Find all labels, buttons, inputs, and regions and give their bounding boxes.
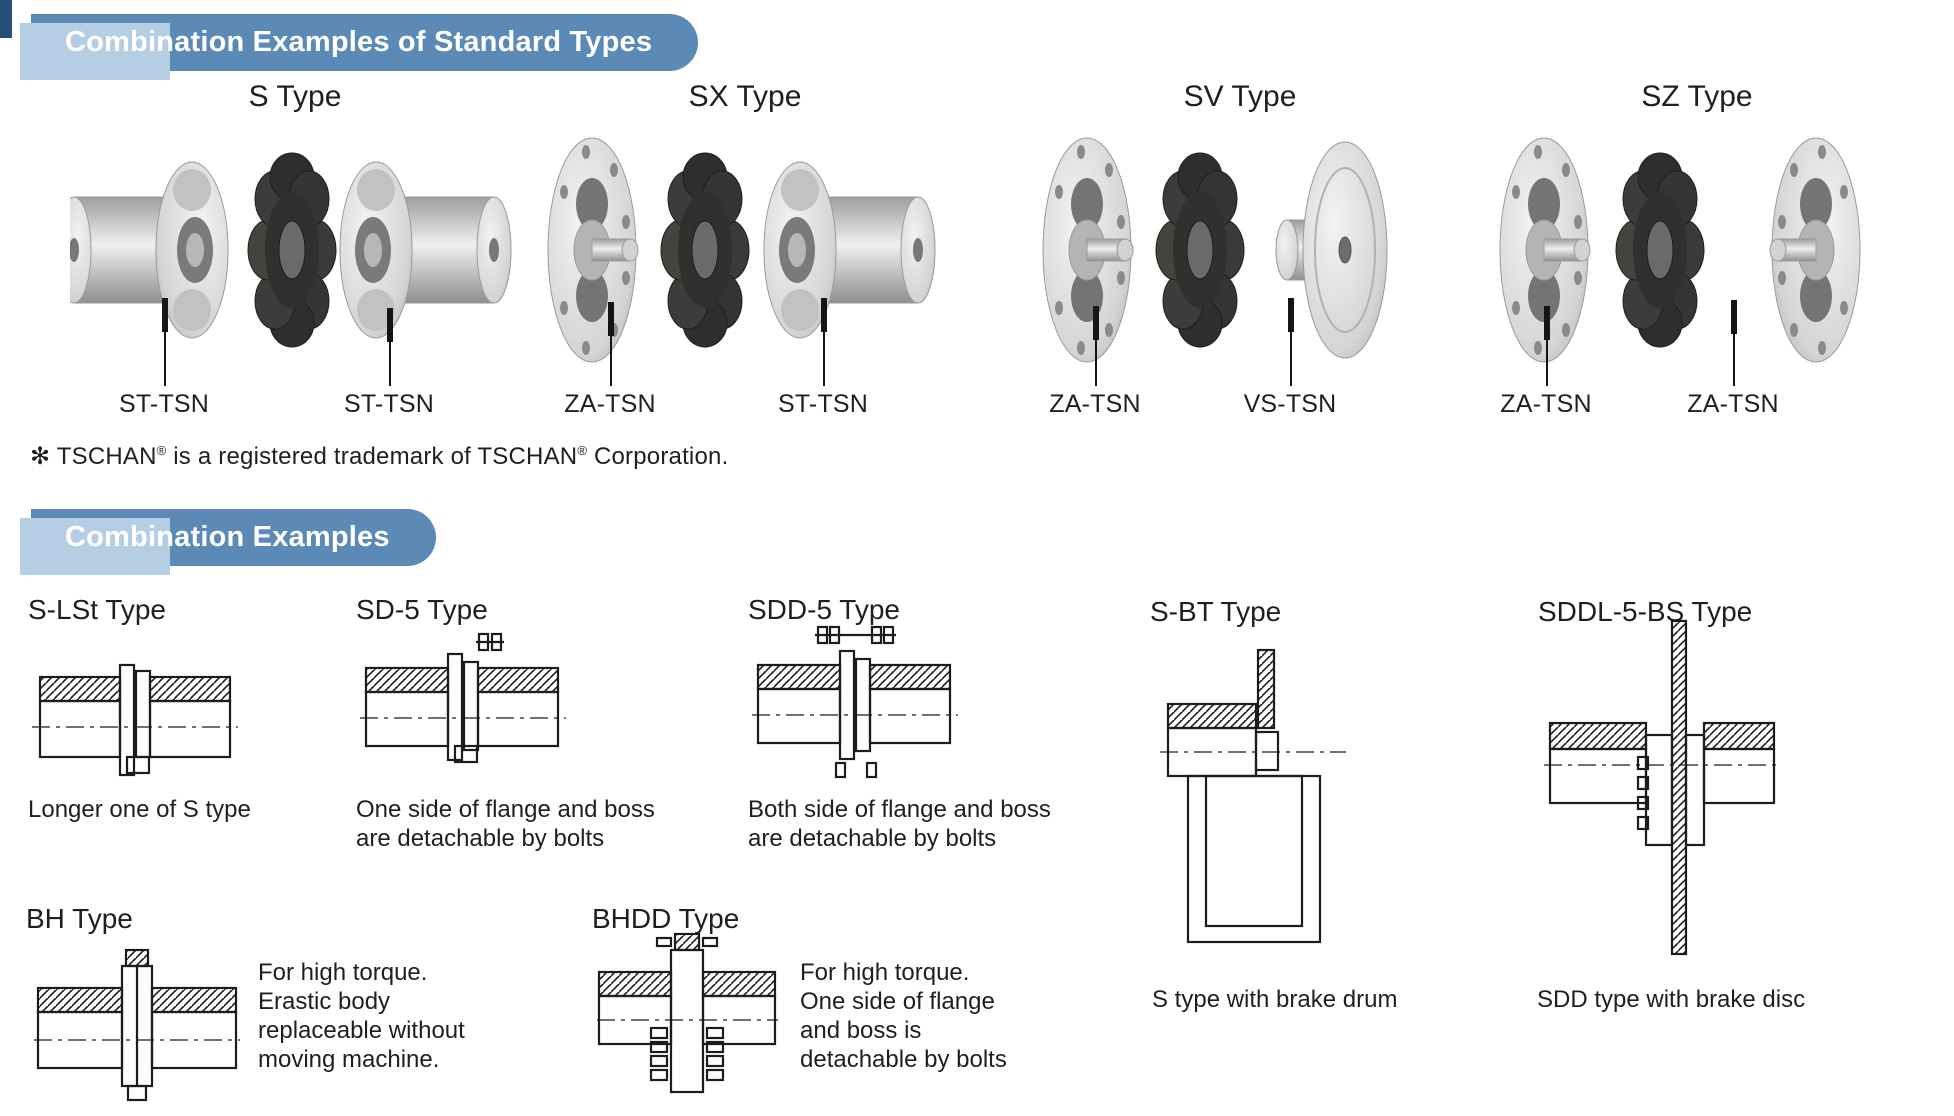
coupling-photo-sv: [1042, 137, 1388, 363]
example-desc-s-lst: Longer one of S type: [28, 796, 251, 823]
part-label: ST-TSN: [343, 390, 435, 418]
trademark-asterisk-icon: ✻: [30, 443, 51, 470]
coupling-title-sv: SV Type: [1183, 80, 1297, 113]
leader-line: [1288, 298, 1294, 386]
page-edge-mark: [0, 0, 12, 38]
coupling-block-sz: SZ Type: [1472, 80, 1922, 380]
leader-line: [1093, 306, 1099, 386]
coupling-title-sz: SZ Type: [1641, 80, 1753, 113]
banner-standard-types: Combination Examples of Standard Types: [19, 14, 699, 80]
part-label: ST-TSN: [777, 390, 869, 418]
coupling-block-sx: SX Type: [520, 80, 970, 380]
drawing-s-lst: [32, 663, 238, 777]
coupling-block-s: S Type: [70, 80, 520, 380]
drawing-sdd5: [752, 625, 958, 779]
example-desc-sdd5: Both side of flange and boss are detacha…: [748, 796, 1051, 852]
leader-line: [608, 302, 614, 386]
example-title-s-lst: S-LSt Type: [28, 594, 167, 625]
example-desc-sddl: SDD type with brake disc: [1537, 986, 1806, 1013]
example-title-sddl: SDDL-5-BS Type: [1538, 596, 1753, 627]
trademark-text: is a registered trademark of TSCHAN: [166, 443, 578, 470]
drawing-sddl: [1544, 619, 1780, 956]
coupling-photo-s: [70, 152, 512, 348]
drawing-s-bt: [1160, 648, 1346, 944]
example-title-sd5: SD-5 Type: [356, 594, 488, 625]
example-title-s-bt: S-BT Type: [1150, 596, 1282, 627]
registered-mark: ®: [156, 443, 167, 458]
example-title-bhdd: BHDD Type: [592, 903, 740, 934]
registered-mark: ®: [577, 443, 588, 458]
drawing-sd5: [360, 632, 566, 764]
trademark-brand: TSCHAN: [50, 443, 157, 470]
drawing-bhdd: [597, 932, 778, 1094]
trademark-tail: Corporation.: [587, 443, 729, 470]
coupling-title-s: S Type: [248, 80, 342, 113]
coupling-photo-sz: [1499, 137, 1861, 363]
coupling-title-sx: SX Type: [688, 80, 802, 113]
banner-standard-types-label: Combination Examples of Standard Types: [65, 26, 653, 58]
leader-line: [821, 298, 827, 386]
part-label: ST-TSN: [118, 390, 210, 418]
part-label: ZA-TSN: [1687, 390, 1779, 418]
part-label: VS-TSN: [1243, 390, 1337, 418]
banner-combination-examples: Combination Examples: [20, 509, 436, 575]
trademark-note: ✻ TSCHAN® is a registered trademark of T…: [30, 442, 728, 471]
leader-line: [162, 298, 168, 386]
example-desc-s-bt: S type with brake drum: [1152, 986, 1398, 1013]
banner-combination-examples-label: Combination Examples: [65, 521, 390, 553]
coupling-photo-sx: [547, 137, 936, 363]
example-title-sdd5: SDD-5 Type: [748, 594, 900, 625]
example-desc-sd5: One side of flange and boss are detachab…: [356, 796, 655, 852]
drawing-bh: [34, 948, 240, 1102]
example-desc-bhdd: For high torque. One side of flange and …: [800, 959, 1007, 1073]
example-title-bh: BH Type: [26, 903, 133, 934]
leader-line: [1731, 300, 1737, 386]
leader-line: [387, 308, 393, 386]
leader-line: [1544, 306, 1550, 386]
part-label: ZA-TSN: [1049, 390, 1141, 418]
part-label: ZA-TSN: [1500, 390, 1592, 418]
example-desc-bh: For high torque. Erastic body replaceabl…: [258, 959, 465, 1073]
part-label: ZA-TSN: [564, 390, 656, 418]
coupling-block-sv: SV Type: [1015, 80, 1465, 380]
